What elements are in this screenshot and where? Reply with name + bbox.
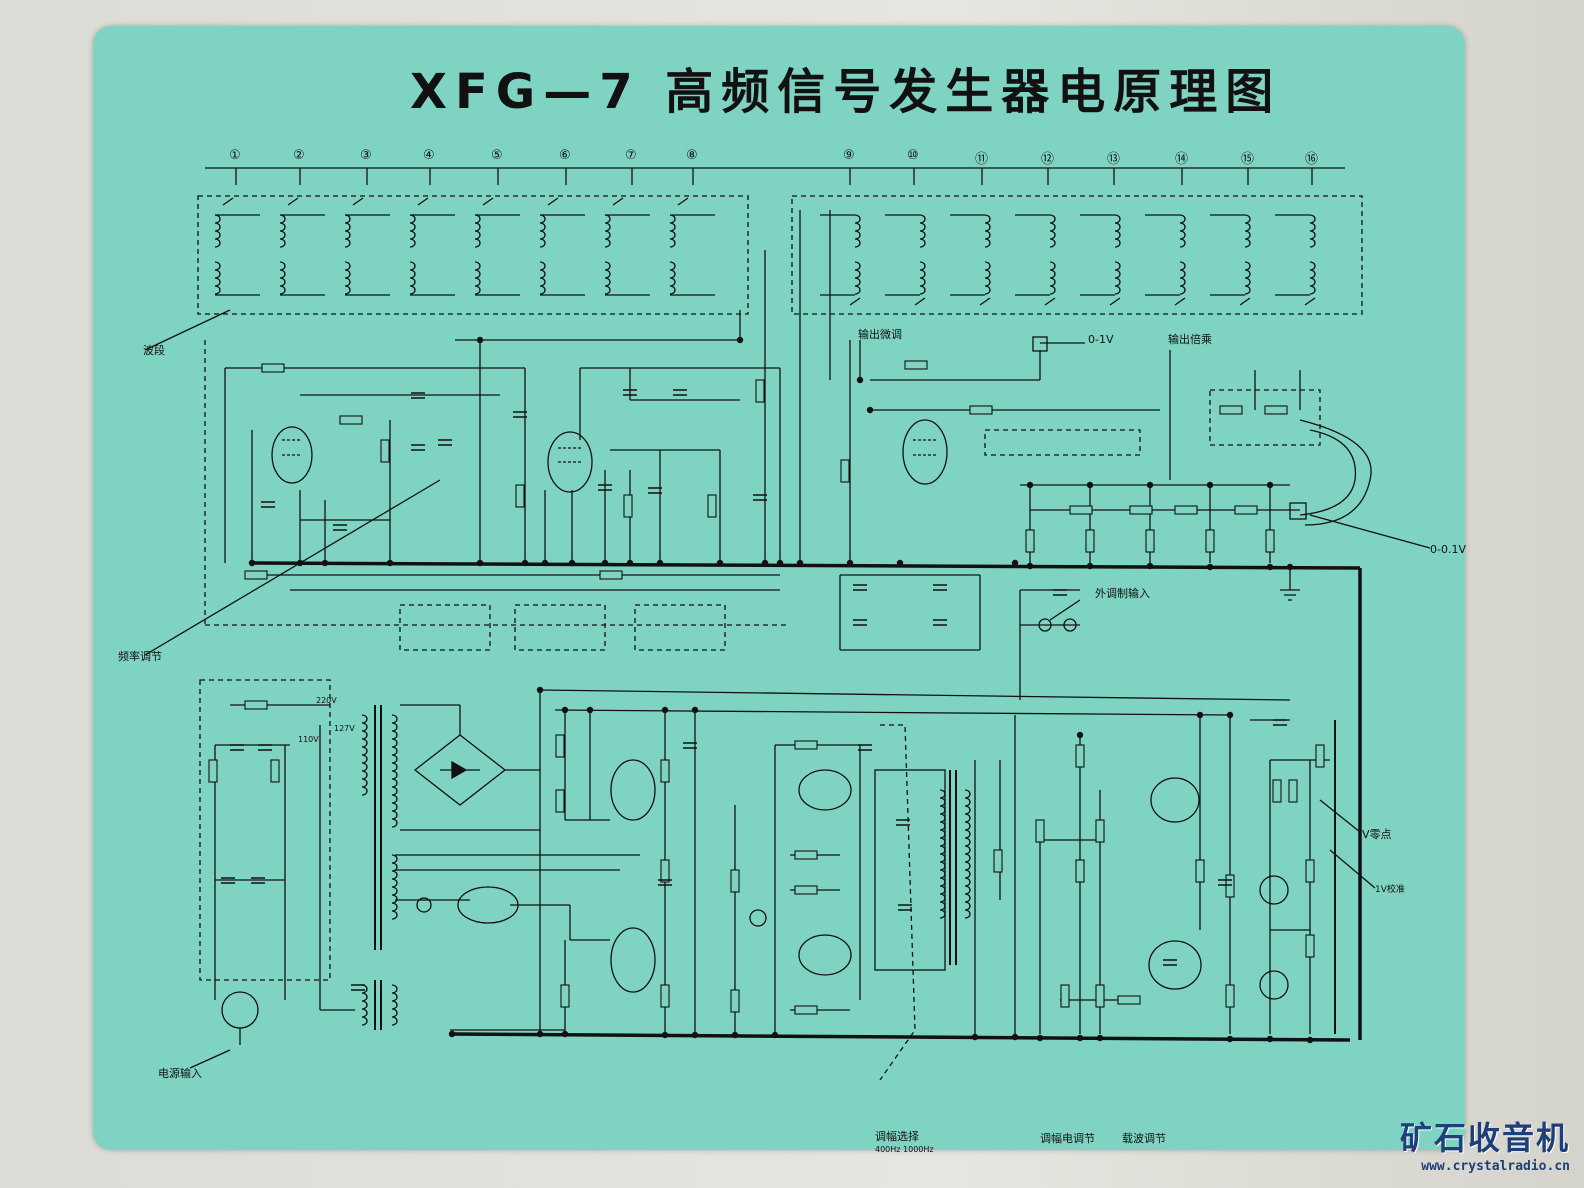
label-power-in: 电源输入 bbox=[158, 1067, 202, 1080]
watermark: 矿石收音机 www.crystalradio.cn bbox=[1400, 1113, 1570, 1174]
label-carrier-adj: 载波调节 bbox=[1122, 1132, 1166, 1145]
band-number: ⑧ bbox=[686, 148, 698, 163]
band-number: ⑪ bbox=[975, 152, 989, 167]
band-number: ④ bbox=[423, 148, 435, 163]
label-v110: 110V bbox=[298, 735, 319, 744]
band-number: ⑭ bbox=[1175, 152, 1189, 167]
label-out-fine: 输出微调 bbox=[858, 328, 902, 341]
diagram-title: XFG—7 高频信号发生器电原理图 bbox=[410, 64, 1282, 120]
label-mod-select: 调幅选择 bbox=[875, 1130, 919, 1143]
band-number: ⑦ bbox=[625, 148, 637, 163]
band-number: ③ bbox=[360, 148, 372, 163]
schematic-card bbox=[93, 26, 1465, 1150]
band-number: ⑥ bbox=[559, 148, 571, 163]
label-vcal: 1V校准 bbox=[1375, 885, 1405, 895]
label-freq-tune: 频率调节 bbox=[118, 650, 162, 663]
band-number: ⑨ bbox=[843, 148, 855, 163]
band-number: ⑮ bbox=[1241, 152, 1255, 167]
watermark-url: www.crystalradio.cn bbox=[1421, 1159, 1570, 1174]
band-number: ⑯ bbox=[1305, 152, 1319, 167]
label-mod-select-sub: 400Hz 1000Hz bbox=[875, 1145, 934, 1154]
band-number: ⑤ bbox=[491, 148, 503, 163]
label-range-top: 0-1V bbox=[1088, 333, 1114, 346]
label-v220: 220V bbox=[316, 696, 337, 705]
band-number: ② bbox=[293, 148, 305, 163]
label-range-right: 0-0.1V bbox=[1430, 543, 1466, 556]
label-mod-level: 调幅电调节 bbox=[1040, 1132, 1095, 1145]
band-number: ⑬ bbox=[1107, 152, 1121, 167]
band-number: ① bbox=[229, 148, 241, 163]
label-out-mult: 输出倍乘 bbox=[1168, 333, 1212, 346]
label-band: 波段 bbox=[143, 344, 165, 357]
label-ext-mod-in: 外调制输入 bbox=[1095, 587, 1150, 600]
label-v127: 127V bbox=[334, 724, 355, 733]
band-number: ⑫ bbox=[1041, 152, 1055, 167]
watermark-brand: 矿石收音机 bbox=[1399, 1119, 1570, 1157]
label-vset: V零点 bbox=[1362, 828, 1392, 841]
band-number: ⑩ bbox=[907, 148, 919, 163]
